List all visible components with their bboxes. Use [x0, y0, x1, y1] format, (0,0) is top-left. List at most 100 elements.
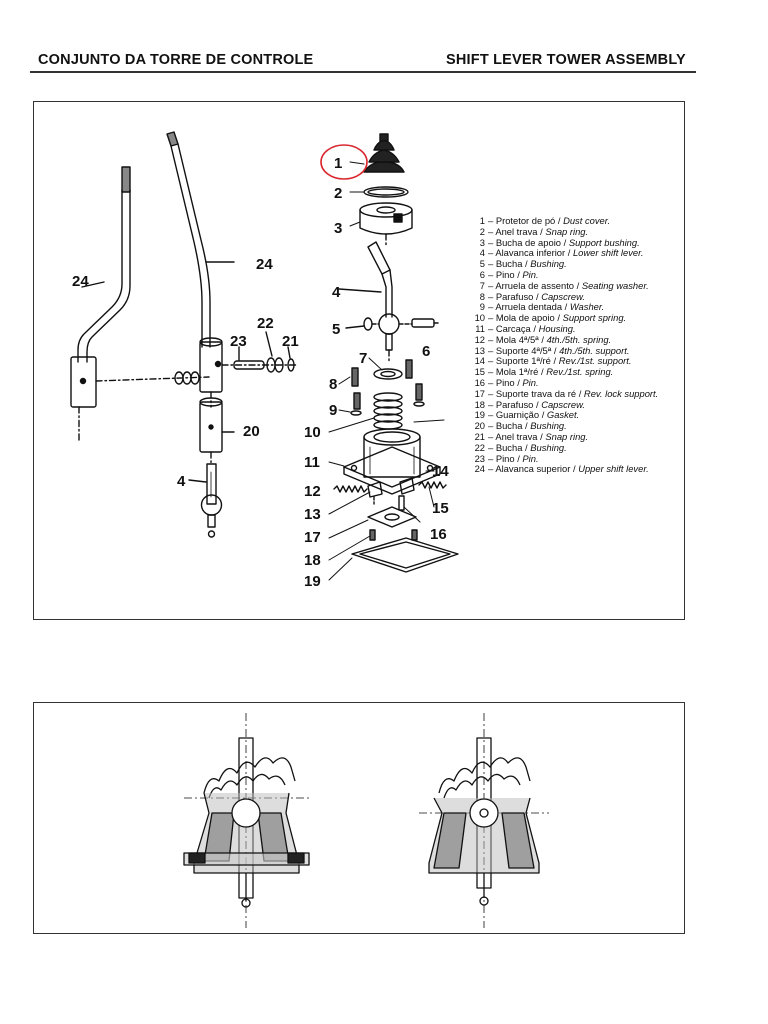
header-rule	[30, 71, 696, 73]
legend-text: Parafuso	[495, 290, 534, 302]
callout-24-center: 24	[256, 256, 273, 273]
legend-row: 11– Carcaça / Housing.	[469, 322, 658, 335]
callout-17: 17	[304, 529, 321, 546]
bushing-5-pin-6	[345, 317, 439, 331]
legend-row: 4– Alavanca inferior / Lower shift lever…	[469, 247, 658, 259]
left-pin-assembly	[95, 371, 210, 385]
legend-text: Guarnição	[495, 409, 540, 421]
legend-text: 23	[474, 452, 485, 464]
legend-text: 6	[479, 268, 485, 280]
legend-text: Pino	[495, 268, 515, 280]
legend-text: Carcaça	[495, 322, 531, 334]
legend-text: Seating washer.	[581, 279, 649, 291]
legend-text: Alavanca superior	[495, 463, 571, 475]
exploded-view-panel: 1 2 3 4 4 5 6 7 8 9 10 11 12 13 14 15 16…	[33, 101, 685, 620]
legend-row: 2– Anel trava / Snap ring.	[469, 225, 658, 238]
callout-22: 22	[257, 315, 274, 332]
callout-labels: 1 2 3 4 4 5 6 7 8 9 10 11 12 13 14 15 16…	[72, 155, 449, 590]
legend-text: Pin.	[522, 376, 539, 388]
legend-row: 12– Mola 4ª/5ª / 4th./5th. spring.	[469, 333, 658, 346]
callout-12: 12	[304, 483, 321, 500]
legend-text: Parafuso	[495, 398, 534, 410]
housing-11	[343, 428, 441, 495]
legend-row: 23– Pino / Pin.	[469, 452, 658, 465]
callout-18: 18	[304, 552, 321, 569]
callout-5: 5	[332, 321, 340, 338]
legend-text: Rev. lock support.	[583, 387, 659, 399]
upper-shift-lever-center	[166, 131, 235, 408]
legend-text: Bucha	[495, 441, 523, 453]
legend-text: 3	[479, 236, 485, 248]
legend-text: Mola 1ª/ré	[495, 366, 539, 378]
legend-row: 1– Protetor de pó / Dust cover.	[469, 215, 658, 227]
legend-text: Capscrew.	[541, 290, 585, 302]
legend-text: Rev./1st. support.	[558, 355, 632, 367]
washers-9	[350, 401, 425, 416]
legend-row: 9– Arruela dentada / Washer.	[469, 301, 658, 313]
callout-21: 21	[282, 333, 299, 350]
legend-text: Arruela de assento	[495, 279, 575, 291]
legend-text: Dust cover.	[563, 215, 611, 226]
legend-text: Snap ring.	[545, 225, 589, 237]
parts-legend: 1– Protetor de pó / Dust cover. 2– Anel …	[469, 215, 659, 475]
legend-text: 20	[474, 420, 485, 432]
legend-text: Anel trava	[495, 430, 538, 442]
legend-row: 13– Suporte 4ª/5ª / 4th./5th. support.	[469, 344, 658, 357]
legend-text: Upper shift lever.	[578, 463, 649, 475]
legend-text: Bucha	[495, 420, 523, 432]
callout-2: 2	[334, 185, 342, 202]
legend-row: 7– Arruela de assento / Seating washer.	[469, 279, 658, 292]
legend-text: Alavanca inferior	[495, 247, 566, 259]
legend-row: 20– Bucha / Bushing.	[469, 420, 658, 432]
legend-row: 16– Pino / Pin.	[469, 376, 658, 389]
legend-text: 18	[474, 398, 485, 410]
pin-16	[398, 495, 405, 511]
legend-text: Pino	[495, 376, 515, 388]
legend-text: Arruela dentada	[495, 301, 563, 313]
legend-text: 16	[474, 376, 485, 388]
legend-text: 13	[474, 344, 485, 356]
legend-text: 4th./5th. support.	[559, 344, 630, 356]
seating-washer-7	[373, 368, 403, 380]
legend-text: Protetor de pó	[495, 215, 556, 226]
legend-row: 8– Parafuso / Capscrew.	[469, 290, 658, 303]
snap-ring-2	[363, 186, 409, 198]
legend-text: 5	[479, 258, 485, 270]
legend-text: Support bushing.	[568, 236, 640, 248]
callout-8: 8	[329, 376, 337, 393]
callout-13: 13	[304, 506, 321, 523]
legend-text: Lower shift lever.	[572, 247, 644, 259]
legend-text: 22	[474, 441, 485, 453]
legend-text: 12	[474, 333, 485, 345]
legend-text: Bushing.	[530, 441, 567, 453]
legend-row: 21– Anel trava / Snap ring.	[469, 430, 658, 443]
legend-text: Capscrew.	[541, 398, 585, 410]
legend-text: 2	[479, 225, 485, 237]
legend-text: 9	[479, 301, 485, 313]
dust-cover	[363, 133, 405, 173]
callout-9: 9	[329, 402, 337, 419]
legend-text: 8	[479, 290, 485, 302]
callout-1: 1	[334, 155, 342, 172]
legend-row: 19– Guarnição / Gasket.	[469, 409, 658, 421]
legend-text: 4th./5th. spring.	[546, 333, 612, 345]
legend-text: Pin.	[522, 268, 539, 280]
callout-14: 14	[432, 463, 449, 480]
cross-section-right	[419, 713, 549, 928]
legend-row: 24– Alavanca superior / Upper shift leve…	[469, 463, 658, 475]
callout-15: 15	[432, 500, 449, 517]
gasket-19	[351, 537, 459, 573]
legend-row: 15– Mola 1ª/ré / Rev./1st. spring.	[469, 366, 658, 378]
callout-16: 16	[430, 526, 447, 543]
exploded-view-drawing: 1 2 3 4 4 5 6 7 8 9 10 11 12 13 14 15 16…	[70, 131, 459, 590]
legend-text: Pino	[495, 452, 515, 464]
legend-text: Housing.	[538, 322, 576, 334]
legend-text: Suporte trava da ré	[495, 387, 577, 399]
legend-text: Rev./1st. spring.	[546, 366, 614, 378]
leader-lines	[328, 161, 445, 581]
legend-text: 10	[474, 312, 485, 324]
legend-text: Support spring.	[562, 312, 627, 324]
legend-text: 24	[474, 463, 485, 475]
callout-20: 20	[243, 423, 260, 440]
capscrews-8	[351, 359, 423, 410]
